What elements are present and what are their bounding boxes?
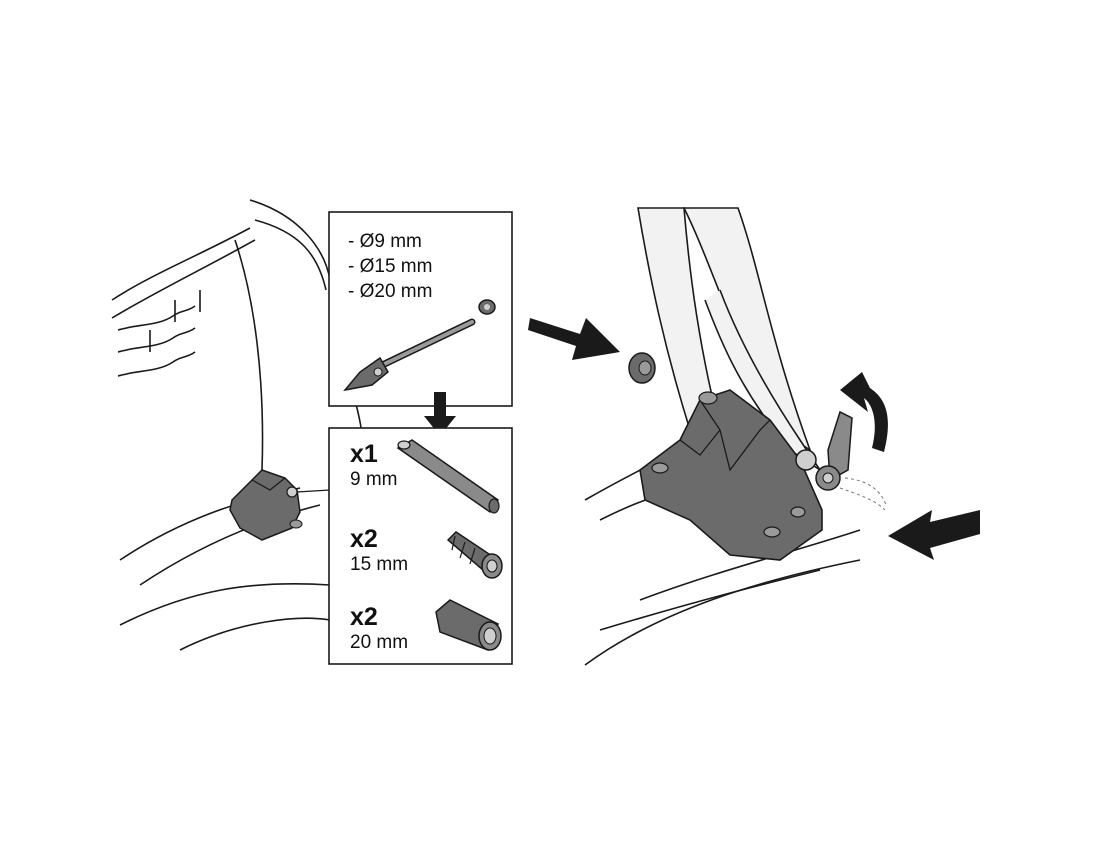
axle-nut — [628, 352, 656, 384]
axle-size-15: - Ø15 mm — [348, 256, 433, 277]
right-tray-outline — [584, 459, 861, 666]
adapter-qty: x1 — [350, 440, 378, 468]
adapter-size: 9 mm — [350, 469, 398, 490]
axle-size-20: - Ø20 mm — [348, 281, 433, 302]
adapter-size: 20 mm — [350, 632, 409, 653]
down-arrow — [424, 392, 456, 436]
adapter-15mm-label: x2 15 mm — [350, 525, 408, 577]
insert-arrow-left — [528, 318, 620, 360]
quick-release-lever — [795, 410, 887, 511]
left-fork-mount — [229, 469, 331, 541]
adapter-15mm-icon — [446, 531, 503, 579]
bike-fork — [637, 207, 821, 471]
left-car-outline — [111, 199, 363, 651]
rotate-arrow — [840, 372, 888, 452]
adapter-qty: x2 — [350, 525, 378, 553]
adapter-9mm-label: x1 9 mm — [350, 440, 398, 492]
axle-size-9: - Ø9 mm — [348, 231, 422, 252]
adapter-20mm-label: x2 20 mm — [350, 603, 408, 655]
adapter-size: 15 mm — [350, 554, 409, 575]
push-arrow-right — [888, 510, 980, 560]
adapter-qty: x2 — [350, 603, 378, 631]
thru-axle-icon — [343, 299, 496, 392]
adapter-9mm-icon — [396, 439, 500, 514]
right-fork-mount — [639, 389, 823, 561]
axle-size-list: - Ø9 mm - Ø15 mm - Ø20 mm — [348, 229, 432, 304]
adapter-20mm-icon — [435, 599, 502, 651]
